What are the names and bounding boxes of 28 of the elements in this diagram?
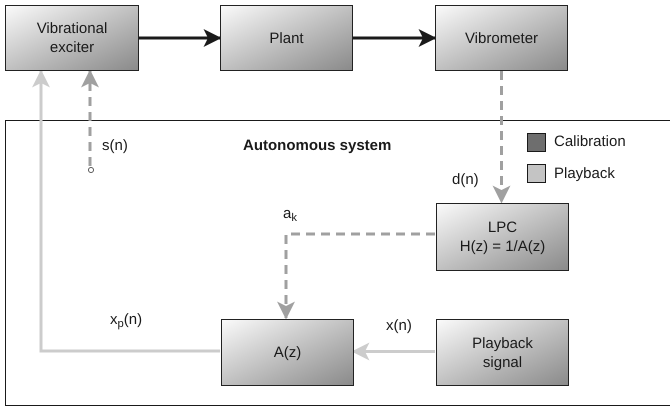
edge-label: x(n) [384,317,414,335]
group-title: Autonomous system [243,136,392,156]
arrow [353,29,436,47]
block-label: Plant [268,28,305,48]
process-block [435,5,568,71]
edge-label: s(n) [100,137,130,155]
arrow [277,232,435,320]
edge-label: d(n) [450,171,481,189]
arrow [352,342,435,360]
block-label: H(z) = 1/A(z) [458,237,546,256]
block-label: Playback signal [471,334,534,372]
block-label: A(z) [272,343,302,362]
process-block [436,319,569,386]
block-label: LPC [486,218,518,237]
edge-label: x$_{p}$(n) [108,311,144,329]
arrow [81,70,99,166]
process-block [436,203,569,271]
legend-label: Calibration [554,132,626,152]
process-block [221,319,354,386]
block-label: Vibrometer [464,28,540,48]
legend-label: Playback [554,164,615,184]
system-boundary [5,120,670,406]
arrow [139,29,222,47]
arrow [32,70,220,352]
arrow [492,71,510,204]
block-label: Vibrational exciter [36,19,108,57]
process-block [5,5,139,71]
process-block [220,5,353,71]
